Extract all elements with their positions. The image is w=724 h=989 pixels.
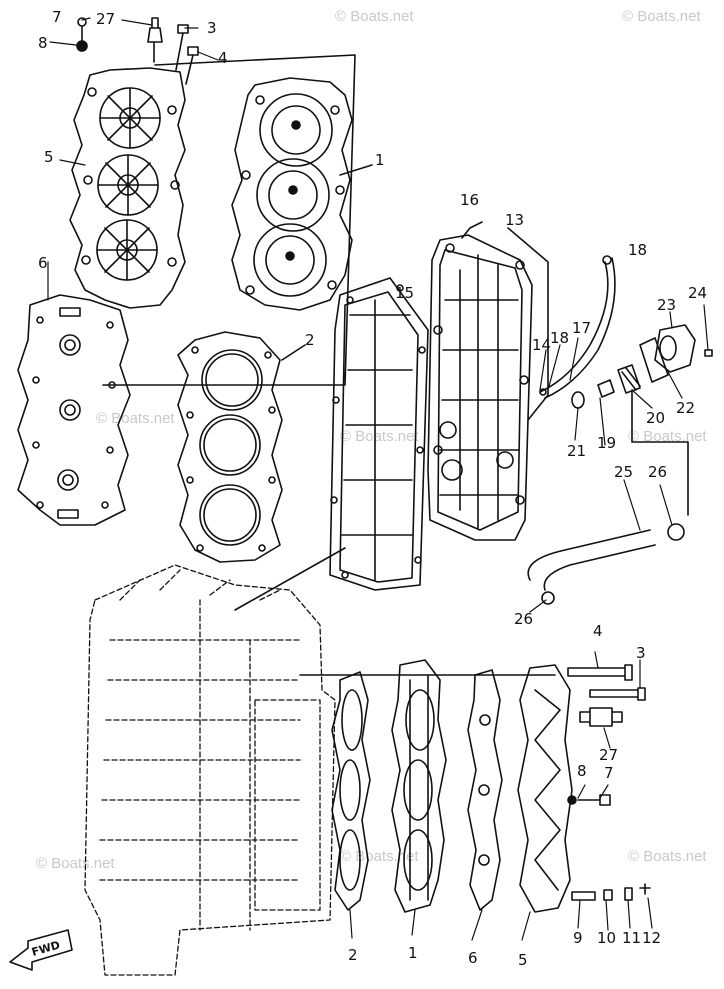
exhaust-cover-13 <box>427 234 533 541</box>
callout-1-top: 1 <box>375 151 385 169</box>
callout-6-bottom: 6 <box>468 949 478 967</box>
callout-17: 17 <box>572 319 591 337</box>
exhaust-gasket-15 <box>329 277 429 591</box>
bracket-20 <box>631 389 689 516</box>
bolt-parts-side <box>567 664 651 901</box>
callout-21: 21 <box>567 442 586 460</box>
gasket-6-top <box>17 294 131 526</box>
callout-11: 11 <box>622 929 641 947</box>
callout-12: 12 <box>642 929 661 947</box>
thermostat-cover-parts <box>571 324 713 409</box>
hose-25-26 <box>527 523 685 605</box>
callout-14: 14 <box>532 336 551 354</box>
callout-27-bottom: 27 <box>599 746 618 764</box>
watermark-right: © Boats.net <box>628 428 707 445</box>
callout-4-bottom: 4 <box>593 622 603 640</box>
gasket-6-side <box>467 669 503 911</box>
callout-20: 20 <box>646 409 665 427</box>
callout-5-bottom: 5 <box>518 951 528 969</box>
callout-13: 13 <box>505 211 524 229</box>
callout-9: 9 <box>573 929 583 947</box>
callout-10: 10 <box>597 929 616 947</box>
callout-26-right: 26 <box>648 463 667 481</box>
leader-13 <box>507 227 549 421</box>
callout-2-bottom: 2 <box>348 946 358 964</box>
fwd-arrow-icon: FWD <box>9 929 73 971</box>
leader-2-top <box>281 344 306 361</box>
callout-23: 23 <box>657 296 676 314</box>
callout-15: 15 <box>395 284 414 302</box>
head-gasket-top <box>177 331 283 563</box>
callout-16: 16 <box>460 191 479 209</box>
callout-24: 24 <box>688 284 707 302</box>
callout-3-bottom: 3 <box>636 644 646 662</box>
svg-text:FWD: FWD <box>30 938 61 958</box>
head-cover-top <box>69 67 186 309</box>
cylinder-head-top <box>231 77 353 311</box>
watermark-left: © Boats.net <box>96 410 175 427</box>
bracket-1 <box>102 54 356 386</box>
callout-2-top: 2 <box>305 331 315 349</box>
watermark-top-right: © Boats.net <box>622 8 701 25</box>
watermark-top: © Boats.net <box>335 8 414 25</box>
head-gasket-side <box>331 671 371 911</box>
callout-7-bottom: 7 <box>604 764 614 782</box>
callout-4-top: 4 <box>218 49 228 67</box>
callout-7-top: 7 <box>52 8 62 26</box>
callout-27-top: 27 <box>96 10 115 28</box>
cylinder-head-side <box>391 659 447 913</box>
callout-8-top: 8 <box>38 34 48 52</box>
callout-5-top: 5 <box>44 148 54 166</box>
callout-6-top: 6 <box>38 254 48 272</box>
watermark-bottom-left: © Boats.net <box>36 855 115 872</box>
callout-18-top: 18 <box>628 241 647 259</box>
leader-lines <box>47 17 709 941</box>
leader-1-top <box>339 164 373 176</box>
callout-19: 19 <box>597 434 616 452</box>
callout-3-top: 3 <box>207 19 217 37</box>
leader-16 <box>461 221 483 239</box>
leader-block <box>234 547 346 611</box>
callout-8-bottom: 8 <box>577 762 587 780</box>
callout-numbers: 7 27 3 8 4 5 1 16 13 18 6 15 23 24 17 18… <box>38 8 707 969</box>
callout-18-mid: 18 <box>550 329 569 347</box>
engine-block <box>84 564 336 976</box>
callout-1-bottom: 1 <box>408 944 418 962</box>
callout-22: 22 <box>676 399 695 417</box>
callout-26-bottom: 26 <box>514 610 533 628</box>
watermark-center: © Boats.net <box>340 428 419 445</box>
callout-25: 25 <box>614 463 633 481</box>
watermark-bottom-right: © Boats.net <box>628 848 707 865</box>
hose-17-18 <box>539 255 616 399</box>
head-cover-side <box>517 664 573 913</box>
